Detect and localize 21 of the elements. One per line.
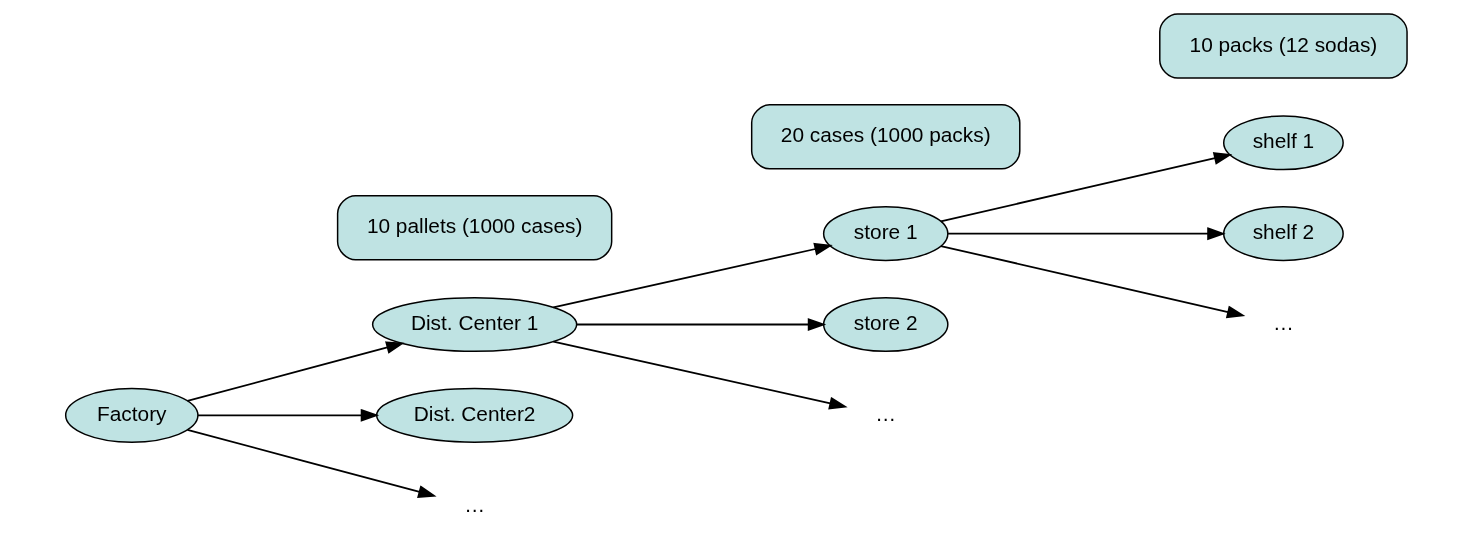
node-ellipse: store 1 xyxy=(822,206,949,262)
arrow xyxy=(946,227,1226,241)
node-ellipse: store 2 xyxy=(822,296,949,353)
node-box: 10 packs (12 sodas) xyxy=(1158,13,1408,79)
node-ellipse: shelf 1 xyxy=(1222,115,1344,171)
node-text: … xyxy=(874,401,896,425)
arrow xyxy=(186,341,405,402)
arrow xyxy=(552,242,833,309)
arrow xyxy=(552,340,848,410)
arrow xyxy=(186,428,437,498)
node-ellipse: Factory xyxy=(64,387,199,443)
node-text: … xyxy=(463,492,485,516)
arrow xyxy=(939,152,1232,223)
node-ellipse: shelf 2 xyxy=(1222,206,1344,262)
arrow xyxy=(575,318,826,331)
node-ellipse: Dist. Center2 xyxy=(375,387,573,443)
node-box: 10 pallets (1000 cases) xyxy=(336,194,612,261)
node-box: 20 cases (1000 packs) xyxy=(750,104,1021,170)
node-text: … xyxy=(1272,311,1294,335)
arrow xyxy=(939,245,1245,319)
arrow xyxy=(196,408,379,422)
